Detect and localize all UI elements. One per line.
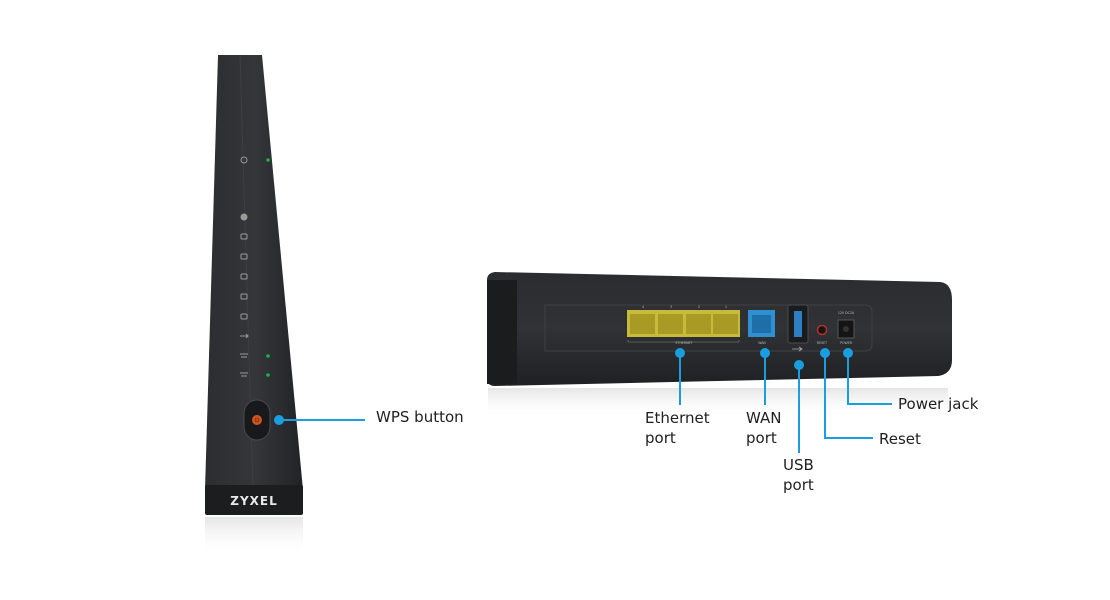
wan-port-label: WAN port — [746, 408, 782, 448]
usb-icon — [792, 346, 803, 352]
wan-port: WAN — [748, 310, 775, 345]
ethernet-port-label: Ethernet port — [645, 408, 710, 448]
status-leds — [266, 158, 270, 377]
label-line: USB — [783, 456, 814, 474]
usb-port — [787, 304, 809, 352]
svg-text:POWER: POWER — [840, 341, 853, 345]
status-icons — [240, 156, 249, 377]
wifi-5g-icon — [240, 372, 248, 377]
svg-text:3: 3 — [670, 305, 672, 309]
label-line: port — [645, 429, 676, 447]
svg-text:RESET: RESET — [817, 341, 827, 345]
router-rear-view: 4 3 2 1 ETHERNET WAN RESET POWER 12V DC2… — [487, 272, 952, 418]
wps-button-label: WPS button — [376, 408, 464, 426]
power-jack-label: Power jack — [898, 395, 979, 413]
power-icon — [240, 156, 248, 164]
brand-logo: ZYXEL — [230, 494, 278, 508]
svg-text:⏻: ⏻ — [255, 417, 260, 424]
svg-text:2: 2 — [698, 305, 700, 309]
usb-port-label: USB port — [783, 455, 814, 495]
internet-icon — [240, 213, 248, 221]
lan2-icon — [240, 273, 248, 280]
svg-text:1: 1 — [725, 305, 727, 309]
reset-label: Reset — [879, 430, 921, 448]
router-front-view: ⏻ ZYXEL — [205, 54, 303, 557]
svg-text:WAN: WAN — [758, 341, 766, 345]
power-jack: POWER 12V DC2A — [837, 311, 855, 345]
label-line: WAN — [746, 409, 782, 427]
usb-icon — [240, 333, 249, 339]
ethernet-ports: 4 3 2 1 ETHERNET — [627, 305, 740, 345]
label-line: Ethernet — [645, 409, 710, 427]
label-line: port — [783, 476, 814, 494]
wifi-24g-led — [266, 354, 270, 358]
svg-text:4: 4 — [642, 305, 644, 309]
lan1-icon — [240, 293, 248, 300]
power-led — [266, 158, 270, 162]
lan3-icon — [240, 253, 248, 260]
wifi-5g-led — [266, 373, 270, 377]
svg-text:12V DC2A: 12V DC2A — [838, 311, 855, 315]
callout-lines — [274, 348, 892, 453]
lan4-icon — [240, 233, 248, 240]
reset-button: RESET — [816, 324, 828, 345]
wifi-24g-icon — [240, 353, 248, 358]
wps-button: ⏻ — [243, 399, 271, 441]
lan0-icon — [240, 313, 248, 320]
svg-text:ETHERNET: ETHERNET — [676, 341, 693, 345]
label-line: port — [746, 429, 777, 447]
